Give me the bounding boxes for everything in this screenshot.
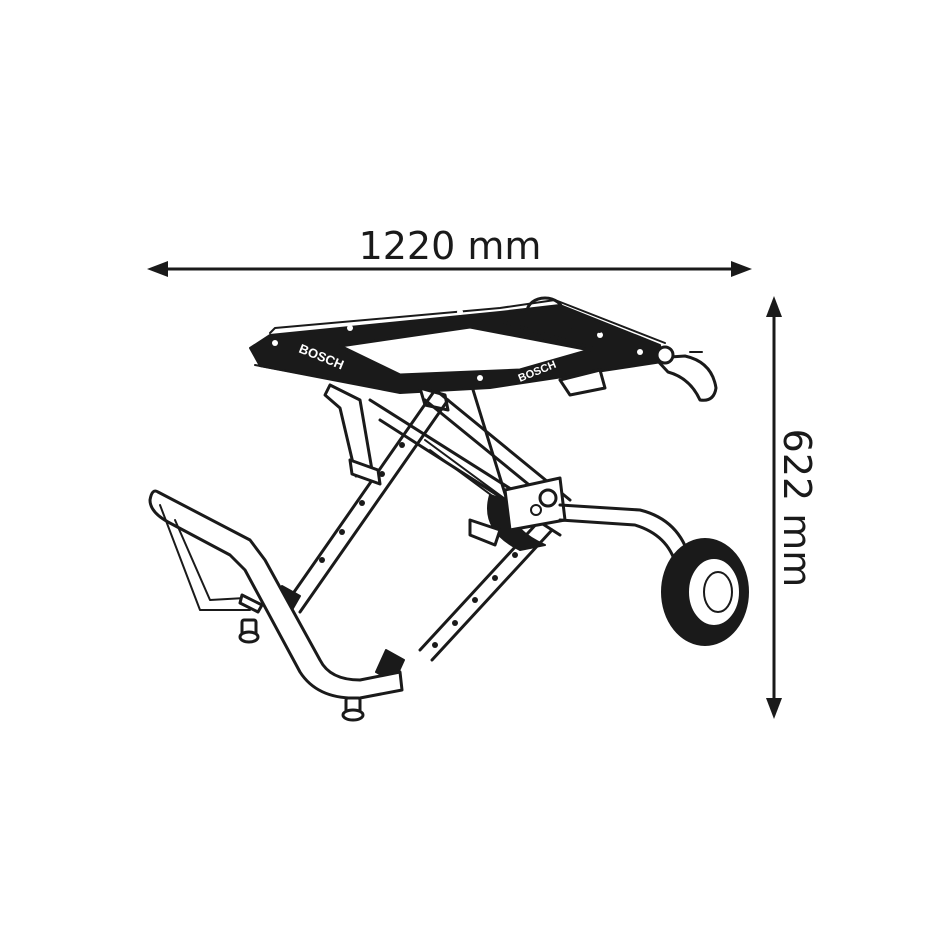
center-pivot	[468, 476, 567, 551]
saw-stand-illustration: BOSCH BOSCH	[148, 296, 749, 722]
foot-left	[238, 618, 260, 644]
height-dimension: 622 mm	[766, 296, 819, 719]
top-frame: BOSCH BOSCH	[249, 299, 675, 394]
wheel-leg	[558, 503, 692, 567]
transport-handle	[148, 489, 404, 700]
height-arrow-top	[766, 296, 782, 317]
width-arrow-right	[731, 261, 752, 277]
width-label: 1220 mm	[359, 224, 542, 268]
height-arrow-bottom	[766, 698, 782, 719]
width-dimension: 1220 mm	[147, 224, 752, 277]
width-arrow-left	[147, 261, 168, 277]
foot-right	[341, 696, 365, 722]
front-wheel	[661, 538, 749, 646]
rear-handle	[653, 351, 718, 402]
leg-lever	[348, 458, 382, 486]
height-label: 622 mm	[775, 429, 819, 588]
